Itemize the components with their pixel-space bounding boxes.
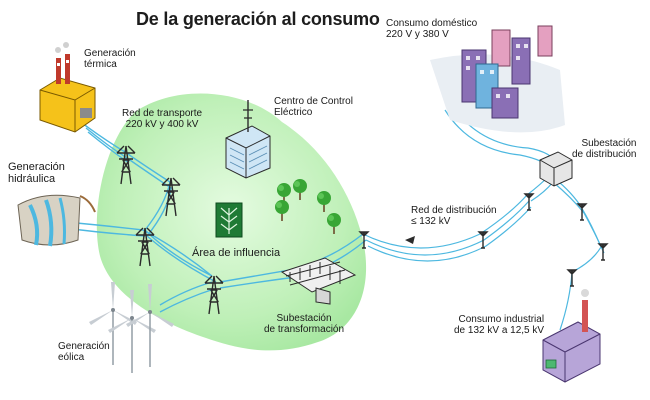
label-subestacion-distribucion: Subestación de distribución xyxy=(572,138,636,160)
label-generacion-hidraulica: Generación hidráulica xyxy=(8,161,65,185)
label-centro-control-line1: Centro de Control xyxy=(274,96,353,107)
label-generacion-hidraulica-line1: Generación xyxy=(8,161,65,173)
control-center-illustration xyxy=(225,100,271,179)
label-consumo-industrial-line2: de 132 kV a 12,5 kV xyxy=(454,325,545,336)
thermal-plant-illustration xyxy=(39,42,96,133)
label-area-influencia: Área de influencia xyxy=(192,247,281,259)
label-red-transporte-line2: 220 kV y 400 kV xyxy=(125,119,199,130)
label-generacion-hidraulica-line2: hidráulica xyxy=(8,173,56,185)
label-subestacion-distribucion-line1: Subestación xyxy=(581,138,637,149)
label-consumo-industrial: Consumo industrial de 132 kV a 12,5 kV xyxy=(454,314,544,336)
label-generacion-eolica-line1: Generación xyxy=(58,341,110,352)
label-generacion-termica: Generación térmica xyxy=(84,48,136,70)
label-subestacion-transformacion-line1: Subestación xyxy=(276,313,332,324)
label-centro-control-line2: Eléctrico xyxy=(274,107,313,118)
label-red-distribucion: Red de distribución ≤ 132 kV xyxy=(411,205,497,227)
influence-area-icon xyxy=(215,202,243,238)
domestic-buildings-illustration xyxy=(430,25,565,133)
label-consumo-domestico-line2: 220 V y 380 V xyxy=(386,29,449,40)
label-generacion-termica-line1: Generación xyxy=(84,48,136,59)
label-subestacion-transformacion-line2: de transformación xyxy=(264,324,345,335)
factory-illustration xyxy=(542,289,601,383)
diagram-title: De la generación al consumo xyxy=(136,9,380,29)
label-red-transporte-line1: Red de transporte xyxy=(122,108,203,119)
label-red-distribucion-line1: Red de distribución xyxy=(411,205,497,216)
label-consumo-domestico: Consumo doméstico 220 V y 380 V xyxy=(386,18,477,40)
label-generacion-eolica: Generación eólica xyxy=(58,341,110,363)
distribution-substation-illustration xyxy=(539,151,573,187)
label-subestacion-transformacion: Subestación de transformación xyxy=(264,313,344,335)
label-red-transporte: Red de transporte 220 kV y 400 kV xyxy=(122,108,202,130)
label-centro-control: Centro de Control Eléctrico xyxy=(274,96,353,118)
label-consumo-domestico-line1: Consumo doméstico xyxy=(386,18,478,29)
transformation-substation-illustration xyxy=(280,257,357,305)
label-subestacion-distribucion-line2: de distribución xyxy=(572,149,637,160)
hydro-dam-illustration xyxy=(17,194,96,247)
label-generacion-eolica-line2: eólica xyxy=(58,352,85,363)
label-consumo-industrial-line1: Consumo industrial xyxy=(458,314,545,325)
distribution-arrow xyxy=(405,236,415,244)
label-red-distribucion-line2: ≤ 132 kV xyxy=(411,216,451,227)
label-generacion-termica-line2: térmica xyxy=(84,59,117,70)
